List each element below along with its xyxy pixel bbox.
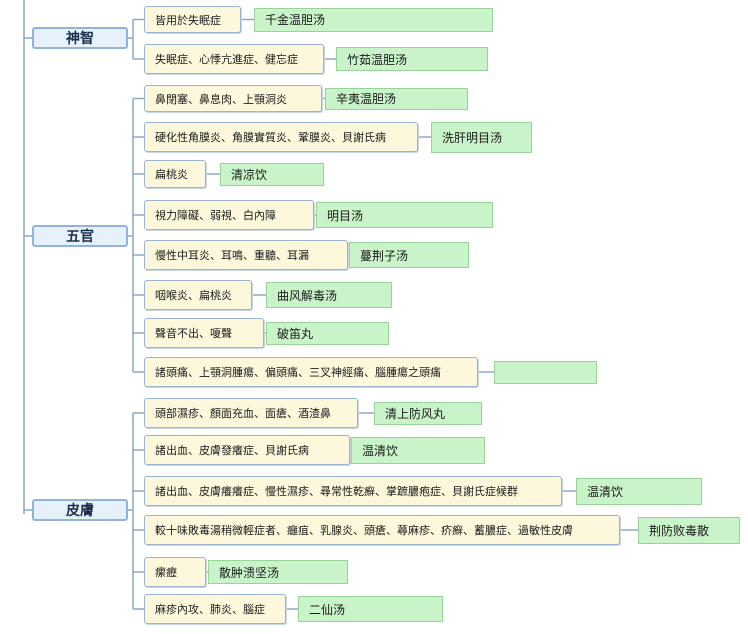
symptom-node[interactable]: 硬化性角膜炎、角膜實質炎、鞏膜炎、貝謝氏病 bbox=[144, 122, 418, 152]
symptom-node[interactable]: 咽喉炎、扁桃炎 bbox=[144, 280, 252, 310]
symptom-node[interactable]: 瘰癧 bbox=[144, 557, 206, 587]
remedy-label[interactable]: 二仙汤 bbox=[298, 596, 443, 622]
symptom-node[interactable]: 鼻閉塞、鼻息肉、上顎洞炎 bbox=[144, 85, 322, 112]
symptom-node[interactable]: 頭部濕疹、顏面充血、面瘡、酒渣鼻 bbox=[144, 398, 358, 428]
symptom-node[interactable]: 諸頭痛、上顎洞腫瘍、偏頭痛、三叉神經痛、腦腫瘍之頭痛 bbox=[144, 357, 478, 387]
remedy-label[interactable]: 破笛丸 bbox=[266, 321, 389, 345]
remedy-label[interactable]: 温清饮 bbox=[576, 477, 702, 505]
symptom-node[interactable]: 視力障礙、弱視、白內障 bbox=[144, 200, 314, 230]
category-node[interactable]: 五官 bbox=[32, 225, 128, 247]
symptom-node[interactable]: 諸出血、皮膚發癢症、貝謝氏病 bbox=[144, 435, 350, 465]
remedy-label[interactable]: 竹茹温胆汤 bbox=[336, 47, 488, 71]
remedy-label[interactable]: 洗肝明目汤 bbox=[431, 121, 532, 153]
remedy-label[interactable]: 辛夷温胆汤 bbox=[325, 87, 468, 110]
remedy-label[interactable]: 千金温胆汤 bbox=[254, 7, 493, 32]
symptom-node[interactable]: 麻疹內攻、肺炎、腦症 bbox=[144, 594, 286, 624]
symptom-node[interactable]: 慢性中耳炎、耳鳴、重聽、耳漏 bbox=[144, 240, 348, 270]
remedy-label[interactable]: 明目汤 bbox=[316, 202, 493, 228]
remedy-label[interactable]: 清凉饮 bbox=[220, 162, 324, 186]
symptom-node[interactable]: 失眠症、心悸亢進症、健忘症 bbox=[144, 44, 324, 74]
symptom-node[interactable]: 皆用於失眠症 bbox=[144, 6, 241, 33]
symptom-node[interactable]: 較十味敗毒湯稍微輕症者、癰疽、乳腺炎、頭瘡、蕁麻疹、疥癬、蓄膿症、過敏性皮膚 bbox=[144, 515, 620, 545]
remedy-label[interactable]: 曲风解毒汤 bbox=[266, 282, 392, 308]
remedy-label[interactable]: 荆防败毒散 bbox=[638, 516, 740, 544]
remedy-label[interactable] bbox=[494, 360, 597, 384]
symptom-node[interactable]: 聲音不出、嗄聲 bbox=[144, 318, 264, 348]
category-node[interactable]: 神智 bbox=[32, 27, 128, 49]
remedy-label[interactable]: 清上防风丸 bbox=[374, 401, 482, 425]
symptom-node[interactable]: 諸出血、皮膚癢癢症、慢性濕疹、尋常性乾癬、掌蹠膿疱症、貝謝氏症候群 bbox=[144, 476, 562, 506]
remedy-label[interactable]: 温清饮 bbox=[351, 436, 485, 464]
category-node[interactable]: 皮膚 bbox=[32, 499, 128, 521]
remedy-label[interactable]: 蔓荆子汤 bbox=[349, 242, 469, 268]
remedy-label[interactable]: 散肿溃坚汤 bbox=[208, 560, 348, 584]
symptom-node[interactable]: 扁桃炎 bbox=[144, 160, 206, 188]
